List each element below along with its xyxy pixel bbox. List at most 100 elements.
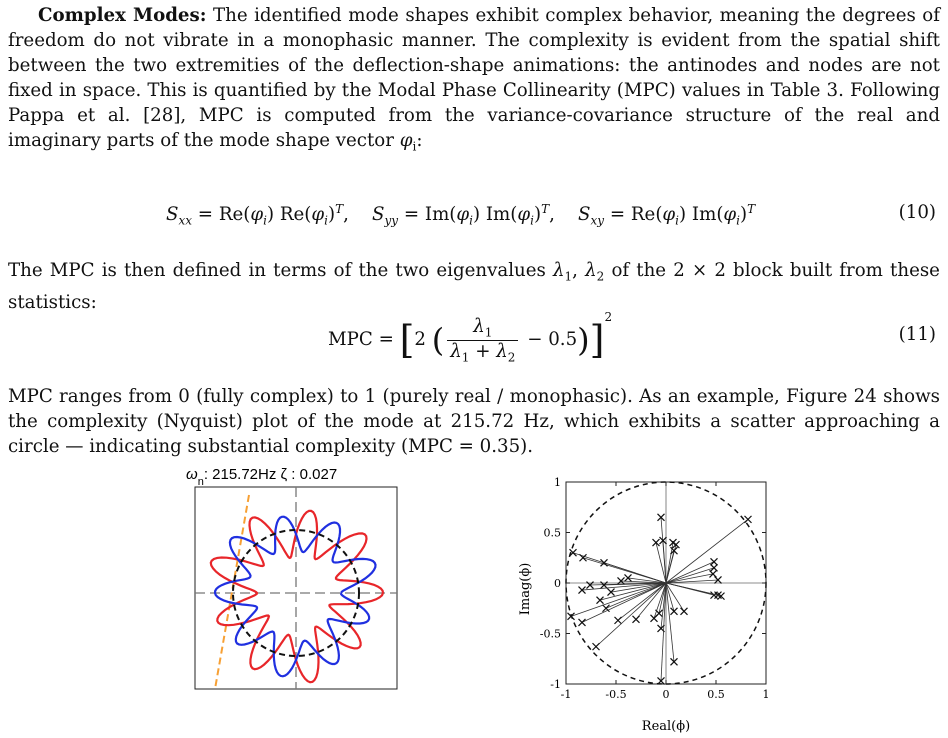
mode-vector-line — [665, 579, 719, 584]
marker-stroke — [657, 513, 665, 522]
mode-vector-line — [665, 573, 714, 584]
marker-stroke — [569, 548, 577, 557]
marker-stroke — [657, 624, 665, 633]
marker-stroke — [607, 588, 615, 597]
data-point-marker — [710, 557, 718, 566]
equation-number: (10) — [898, 202, 936, 223]
mode-vector-line — [665, 550, 675, 584]
data-point-marker — [632, 615, 640, 624]
equation-lhs: MPC — [328, 329, 373, 350]
marker-stroke — [669, 538, 677, 547]
data-point-marker — [592, 642, 600, 651]
data-point-marker — [670, 657, 678, 666]
figure-title: ωn: 215.72Hz ζ : 0.027 — [186, 466, 337, 488]
data-point-marker — [617, 577, 625, 585]
data-point-marker — [670, 546, 678, 555]
marker-stroke — [659, 536, 667, 545]
mode-vector-line — [665, 582, 722, 597]
y-tick-label: 0.5 — [544, 527, 562, 540]
mode-vector-line — [605, 582, 667, 609]
marker-stroke — [650, 614, 658, 623]
marker-stroke — [709, 569, 717, 578]
data-point-marker — [578, 618, 586, 627]
data-point-marker — [659, 536, 667, 545]
mode-vector-line — [660, 582, 667, 629]
marker-stroke — [586, 581, 594, 589]
phi-symbol: φ — [399, 130, 413, 151]
data-point-marker — [567, 612, 575, 621]
paragraph-text: of the 2 × 2 block built from these stat… — [8, 260, 940, 313]
data-point-marker — [650, 614, 658, 623]
runin-heading: Complex Modes: — [38, 5, 207, 26]
marker-stroke — [617, 577, 625, 585]
paragraph-text: The identified mode shapes exhibit compl… — [8, 5, 940, 151]
mode-vector-line — [665, 519, 749, 584]
mode-vector-line — [570, 582, 667, 617]
y-tick-label: -0.5 — [540, 628, 561, 641]
y-tick-label: -1 — [550, 678, 561, 691]
mode-vector-line — [603, 562, 667, 584]
paragraph-example: MPC ranges from 0 (fully complex) to 1 (… — [8, 384, 940, 459]
mode-vector-line — [653, 582, 667, 619]
marker-stroke — [652, 538, 660, 547]
marker-stroke — [672, 540, 680, 549]
marker-stroke — [567, 612, 575, 621]
marker-stroke — [657, 677, 665, 685]
marker-stroke — [710, 563, 718, 572]
data-point-marker — [596, 596, 604, 605]
mode-vector-line — [620, 580, 667, 584]
data-point-marker — [657, 513, 665, 522]
marker-stroke — [710, 557, 718, 566]
reference-circle — [232, 529, 360, 657]
data-point-marker — [600, 558, 608, 567]
data-point-marker — [569, 548, 577, 557]
phi-subscript: i — [412, 139, 417, 154]
paragraph-complex-modes: Complex Modes: The identified mode shape… — [8, 3, 940, 160]
mode-vector-line — [581, 582, 667, 623]
y-axis-label: Imag(ϕ) — [518, 563, 533, 616]
mode-vector-line — [665, 582, 675, 662]
marker-stroke — [578, 618, 586, 627]
mode-vector-line — [658, 582, 667, 614]
mode-vector-line — [660, 582, 667, 681]
x-axis-label: Real(ϕ) — [642, 719, 690, 734]
mode-vector-line — [617, 582, 667, 621]
marker-stroke — [670, 607, 678, 616]
deflection-shape-extremity-2 — [213, 515, 377, 678]
mode-vector-line — [610, 582, 667, 593]
mode-vector-line — [665, 582, 675, 612]
data-point-marker — [714, 576, 722, 584]
data-point-marker — [709, 569, 717, 578]
x-tick-label: 1 — [763, 688, 770, 701]
data-point-marker — [680, 607, 688, 616]
mode-vector-line — [595, 582, 667, 647]
marker-stroke — [680, 607, 688, 616]
mode-vector-line — [603, 582, 667, 586]
x-tick-label: 0.5 — [707, 688, 725, 701]
paragraph-mpc-definition: The MPC is then defined in terms of the … — [8, 260, 940, 313]
equation-number: (11) — [898, 324, 936, 345]
marker-stroke — [596, 596, 604, 605]
marker-stroke — [579, 553, 587, 562]
mode-vector-line — [665, 561, 715, 584]
deflection-shape-extremity-1 — [209, 509, 385, 684]
data-point-marker — [600, 581, 608, 589]
y-tick-label: 0 — [554, 577, 561, 590]
data-point-marker — [652, 538, 660, 547]
mode-vector-line — [665, 567, 715, 584]
marker-stroke — [578, 586, 586, 594]
marker-stroke — [600, 581, 608, 589]
data-point-marker — [624, 574, 632, 582]
colon: : — [416, 130, 423, 151]
data-point-marker — [744, 515, 752, 524]
paragraph-text: MPC ranges from 0 (fully complex) to 1 (… — [8, 386, 940, 457]
marker-stroke — [670, 657, 678, 666]
marker-stroke — [624, 574, 632, 582]
mode-vector-line — [581, 582, 667, 591]
x-tick-label: -0.5 — [605, 688, 626, 701]
